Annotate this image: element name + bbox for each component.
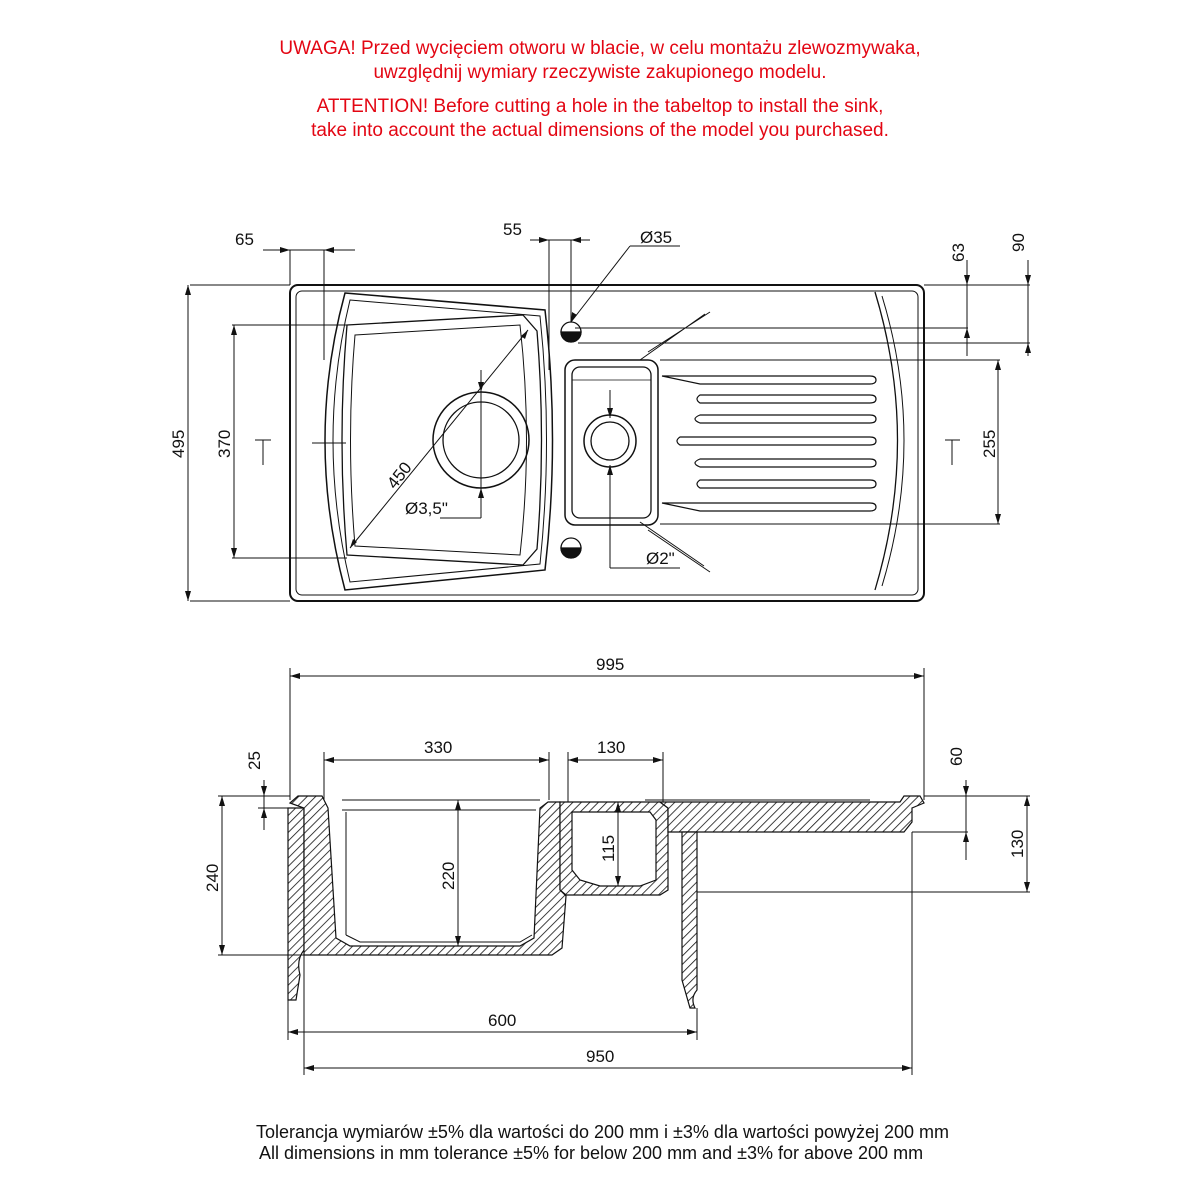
drainer-ribs (661, 375, 877, 512)
section-view (218, 668, 1030, 1075)
tolerance-english: All dimensions in mm tolerance ±5% for b… (259, 1143, 924, 1163)
dim-d3-5in: Ø3,5" (405, 499, 448, 518)
dim-d2in: Ø2" (646, 549, 675, 568)
drainer-section (658, 795, 925, 833)
dim-950: 950 (586, 1047, 614, 1066)
small-drain (583, 414, 637, 468)
dim-995: 995 (596, 655, 624, 674)
dim-130-height: 130 (1008, 830, 1027, 858)
warning-polish-line2: uwzględnij wymiary rzeczywiste zakupione… (373, 62, 827, 83)
worktop-right (681, 831, 698, 1009)
dim-115: 115 (599, 835, 618, 862)
dim-25: 25 (245, 751, 264, 770)
dim-130-width: 130 (597, 738, 625, 757)
warning-english: ATTENTION! Before cutting a hole in the … (0, 95, 1200, 143)
dim-90: 90 (1009, 233, 1028, 252)
warning-polish: UWAGA! Przed wycięciem otworu w blacie, … (0, 37, 1200, 85)
dim-65: 65 (235, 230, 254, 249)
dim-60: 60 (947, 747, 966, 766)
dim-370: 370 (215, 430, 234, 458)
dim-220: 220 (439, 862, 458, 890)
dim-55: 55 (503, 220, 522, 239)
dim-255: 255 (980, 430, 999, 458)
dim-63: 63 (949, 243, 968, 262)
dim-240: 240 (203, 864, 222, 892)
warning-english-line1: ATTENTION! Before cutting a hole in the … (316, 96, 884, 117)
tolerance-polish: Tolerancja wymiarów ±5% dla wartości do … (256, 1122, 950, 1142)
main-bowl-section (288, 795, 567, 956)
dim-450: 450 (383, 458, 415, 492)
sink-outline (289, 284, 925, 602)
small-bowl (564, 359, 659, 526)
worktop-left (287, 807, 305, 1001)
top-view (185, 237, 1031, 602)
warning-polish-line1: UWAGA! Przed wycięciem otworu w blacie, … (279, 38, 921, 59)
dim-495: 495 (169, 430, 188, 458)
dim-600: 600 (488, 1011, 516, 1030)
dim-330: 330 (424, 738, 452, 757)
warning-english-line2: take into account the actual dimensions … (311, 120, 889, 141)
main-bowl (312, 292, 554, 591)
dim-d35: Ø35 (640, 228, 672, 247)
